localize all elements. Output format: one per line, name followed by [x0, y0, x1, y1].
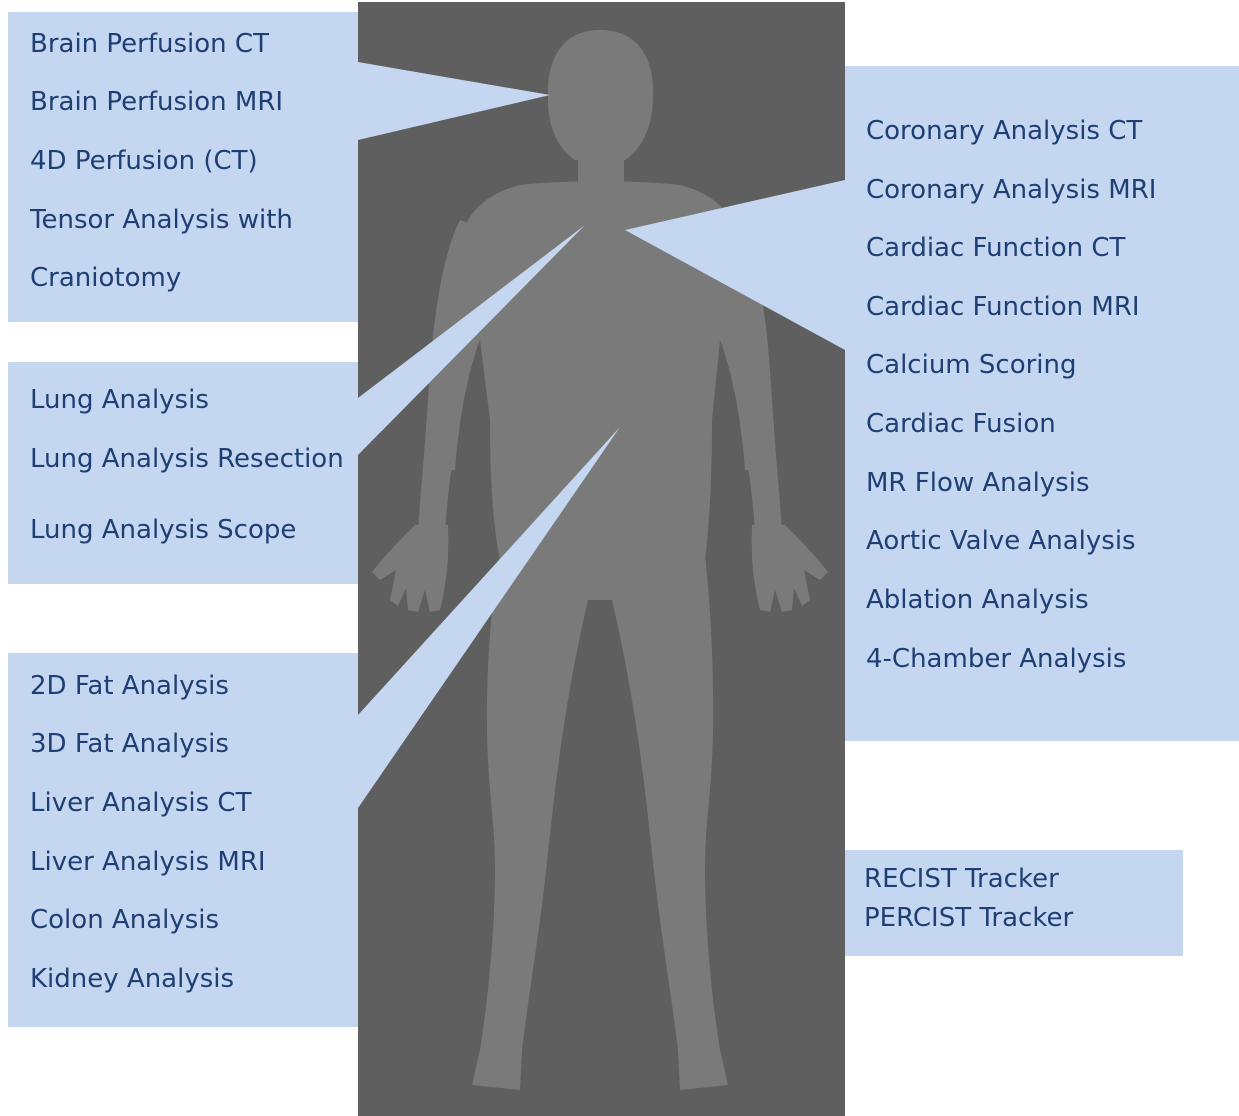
tracking-item-percist[interactable]: PERCIST Tracker — [864, 903, 1074, 933]
abdomen-panel — [8, 653, 358, 1027]
callout-pointers — [358, 62, 845, 808]
tracking-panel — [845, 850, 1183, 956]
lung-pointer — [358, 225, 585, 455]
panels — [8, 12, 1239, 1027]
right-hand-shape — [751, 525, 828, 612]
left-arm-shape — [418, 220, 490, 530]
right-arm-shape — [710, 220, 782, 530]
head-item-brain-perfusion-ct[interactable]: Brain Perfusion CT — [30, 29, 269, 59]
head-panel — [8, 12, 358, 322]
head-item-tensor-analysis[interactable]: Tensor Analysis with — [30, 205, 293, 235]
cardiac-item-cardiac-fusion[interactable]: Cardiac Fusion — [866, 409, 1056, 439]
lung-item-lung-analysis-scope[interactable]: Lung Analysis Scope — [30, 515, 297, 545]
head-item-4d-perfusion[interactable]: 4D Perfusion (CT) — [30, 146, 258, 176]
abdomen-item-3d-fat[interactable]: 3D Fat Analysis — [30, 729, 229, 759]
lung-panel — [8, 362, 358, 584]
cardiac-pointer — [625, 180, 845, 350]
cardiac-panel — [845, 66, 1239, 741]
human-silhouette — [372, 30, 828, 1090]
head-item-craniotomy[interactable]: Craniotomy — [30, 263, 182, 293]
lung-item-lung-analysis-resection[interactable]: Lung Analysis Resection — [30, 444, 344, 474]
abdomen-item-liver-mri[interactable]: Liver Analysis MRI — [30, 847, 266, 877]
head-shape — [547, 30, 654, 160]
cardiac-item-4-chamber[interactable]: 4-Chamber Analysis — [866, 644, 1127, 674]
abdomen-item-2d-fat[interactable]: 2D Fat Analysis — [30, 671, 229, 701]
cardiac-item-function-mri[interactable]: Cardiac Function MRI — [866, 292, 1140, 322]
cardiac-item-ablation[interactable]: Ablation Analysis — [866, 585, 1089, 615]
cardiac-item-mr-flow[interactable]: MR Flow Analysis — [866, 468, 1090, 498]
abdomen-item-colon[interactable]: Colon Analysis — [30, 905, 220, 935]
cardiac-item-coronary-mri[interactable]: Coronary Analysis MRI — [866, 175, 1157, 205]
cardiac-item-function-ct[interactable]: Cardiac Function CT — [866, 233, 1126, 263]
head-pointer — [358, 62, 550, 140]
lung-item-lung-analysis[interactable]: Lung Analysis — [30, 385, 209, 415]
abdomen-pointer — [358, 427, 620, 808]
cardiac-item-aortic-valve[interactable]: Aortic Valve Analysis — [866, 526, 1136, 556]
head-item-brain-perfusion-mri[interactable]: Brain Perfusion MRI — [30, 87, 284, 117]
abdomen-item-kidney[interactable]: Kidney Analysis — [30, 964, 235, 994]
abdomen-item-liver-ct[interactable]: Liver Analysis CT — [30, 788, 252, 818]
cardiac-item-coronary-ct[interactable]: Coronary Analysis CT — [866, 116, 1143, 146]
cardiac-item-calcium-scoring[interactable]: Calcium Scoring — [866, 350, 1077, 380]
left-hand-shape — [372, 525, 449, 612]
legs-shape — [472, 555, 728, 1090]
tracking-item-recist[interactable]: RECIST Tracker — [864, 864, 1059, 894]
